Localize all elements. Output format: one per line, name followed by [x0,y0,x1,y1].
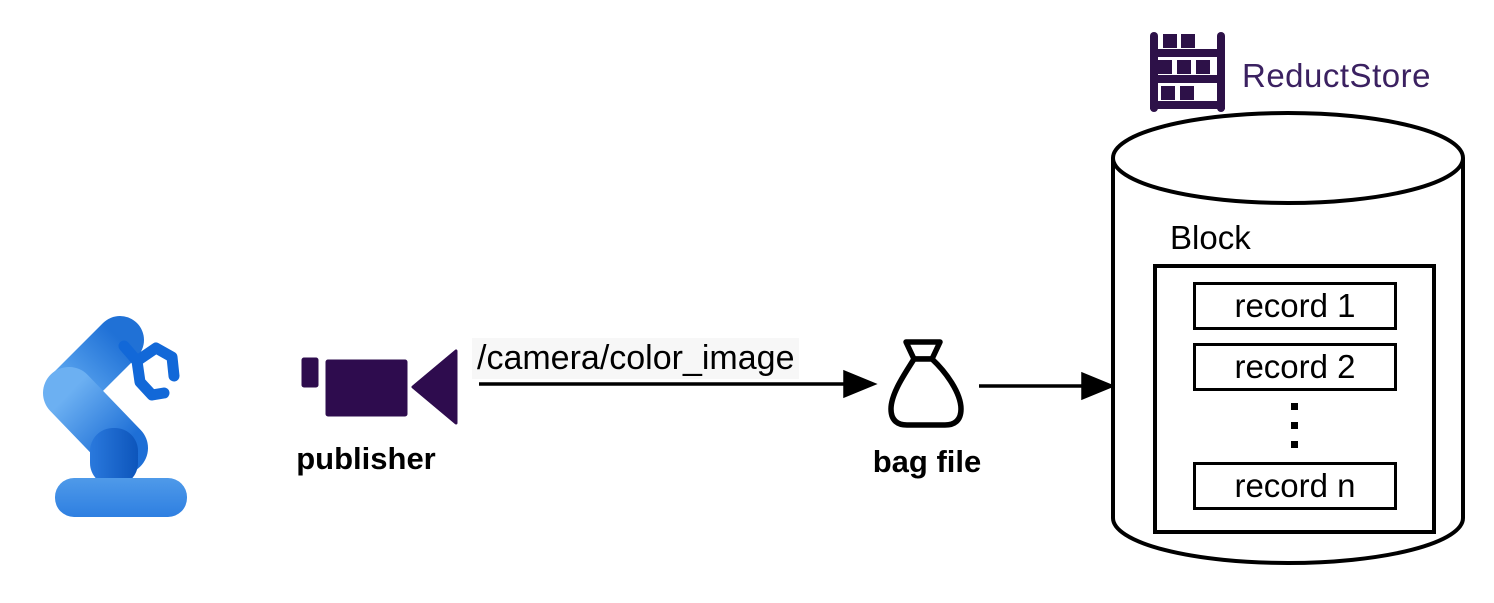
record-row: record 2 [1193,343,1397,391]
topic-label: /camera/color_image [472,338,800,379]
record-row: record 1 [1193,282,1397,330]
publisher-label: publisher [296,441,436,476]
video-camera-icon [301,349,458,425]
block-title: Block [1170,219,1251,256]
bag-file-label: bag file [872,444,982,479]
reductstore-brand-label: ReductStore [1242,57,1431,94]
vertical-ellipsis-icon [1291,403,1298,448]
money-bag-icon [888,339,964,428]
arrow-head-publisher-to-bag [843,369,878,399]
robot-arm-icon [43,316,187,517]
shelf-rack-icon [1150,32,1225,112]
record-row: record n [1193,462,1397,510]
